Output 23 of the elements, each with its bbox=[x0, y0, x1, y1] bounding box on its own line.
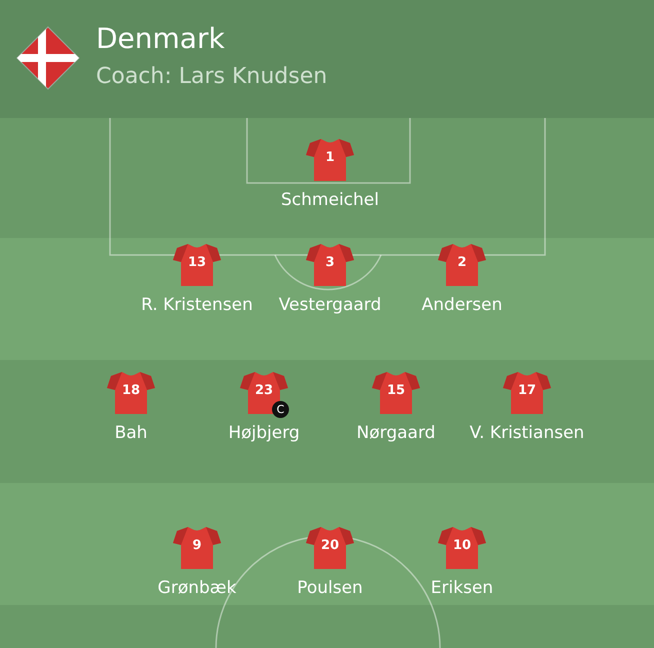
player-jersey: 2 bbox=[438, 243, 486, 287]
player-name: Poulsen bbox=[297, 578, 363, 598]
player-name: Nørgaard bbox=[356, 423, 436, 443]
player-jersey: 3 bbox=[306, 243, 354, 287]
player-name: Vestergaard bbox=[278, 295, 382, 315]
player-jersey: 20 bbox=[306, 526, 354, 570]
player-name: Højbjerg bbox=[228, 423, 300, 443]
player-jersey: 1 bbox=[306, 138, 354, 182]
player-jersey: 17 bbox=[503, 371, 551, 415]
player-name: V. Kristiansen bbox=[470, 423, 584, 443]
player-name: Bah bbox=[114, 423, 148, 443]
player-name: Grønbæk bbox=[158, 578, 236, 598]
player-name: Eriksen bbox=[430, 578, 494, 598]
player-jersey: 9 bbox=[173, 526, 221, 570]
coach-name: Coach: Lars Knudsen bbox=[96, 64, 328, 89]
player-name: Schmeichel bbox=[281, 190, 379, 210]
team-title: Denmark bbox=[96, 22, 225, 55]
player-name: R. Kristensen bbox=[141, 295, 253, 315]
player-jersey: 13 bbox=[173, 243, 221, 287]
player-jersey: 18 bbox=[107, 371, 155, 415]
player-name: Andersen bbox=[422, 295, 502, 315]
player-jersey: 10 bbox=[438, 526, 486, 570]
player-jersey: 15 bbox=[372, 371, 420, 415]
